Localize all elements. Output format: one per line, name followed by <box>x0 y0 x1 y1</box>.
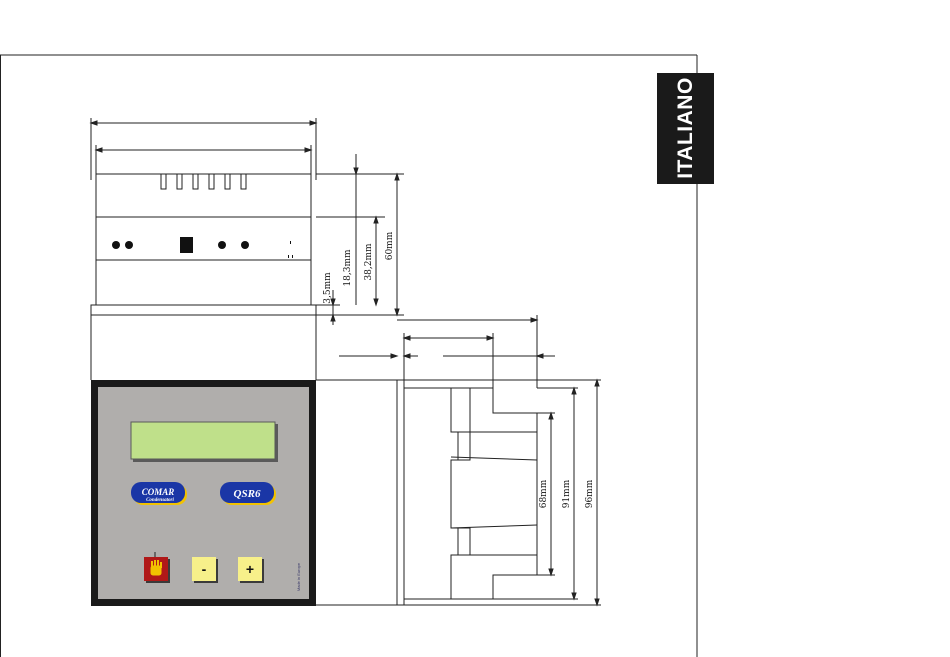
plus-button-label: + <box>246 561 254 577</box>
lcd-display <box>131 422 275 459</box>
dim-60mm: 60mm <box>385 231 395 260</box>
made-in-label: Made in Europe <box>296 562 301 591</box>
comar-logo-text: COMAR <box>142 487 175 497</box>
top-view-connectors <box>112 237 293 258</box>
language-tab-label: ITALIANO <box>674 77 698 179</box>
dim-18-3mm: 18,3mm <box>343 249 353 287</box>
comar-logo-subtext: Condensatori <box>146 498 174 503</box>
qsr6-label: QSR6 <box>234 488 261 500</box>
dim-38-2mm: 38,2mm <box>364 243 374 281</box>
dim-3-5mm: 3,5mm <box>323 272 333 304</box>
minus-button-label: - <box>202 561 207 577</box>
dim-96mm: 96mm <box>585 479 595 508</box>
dim-68mm: 68mm <box>539 479 549 508</box>
dim-91mm: 91mm <box>562 479 572 508</box>
side-view <box>339 315 601 605</box>
